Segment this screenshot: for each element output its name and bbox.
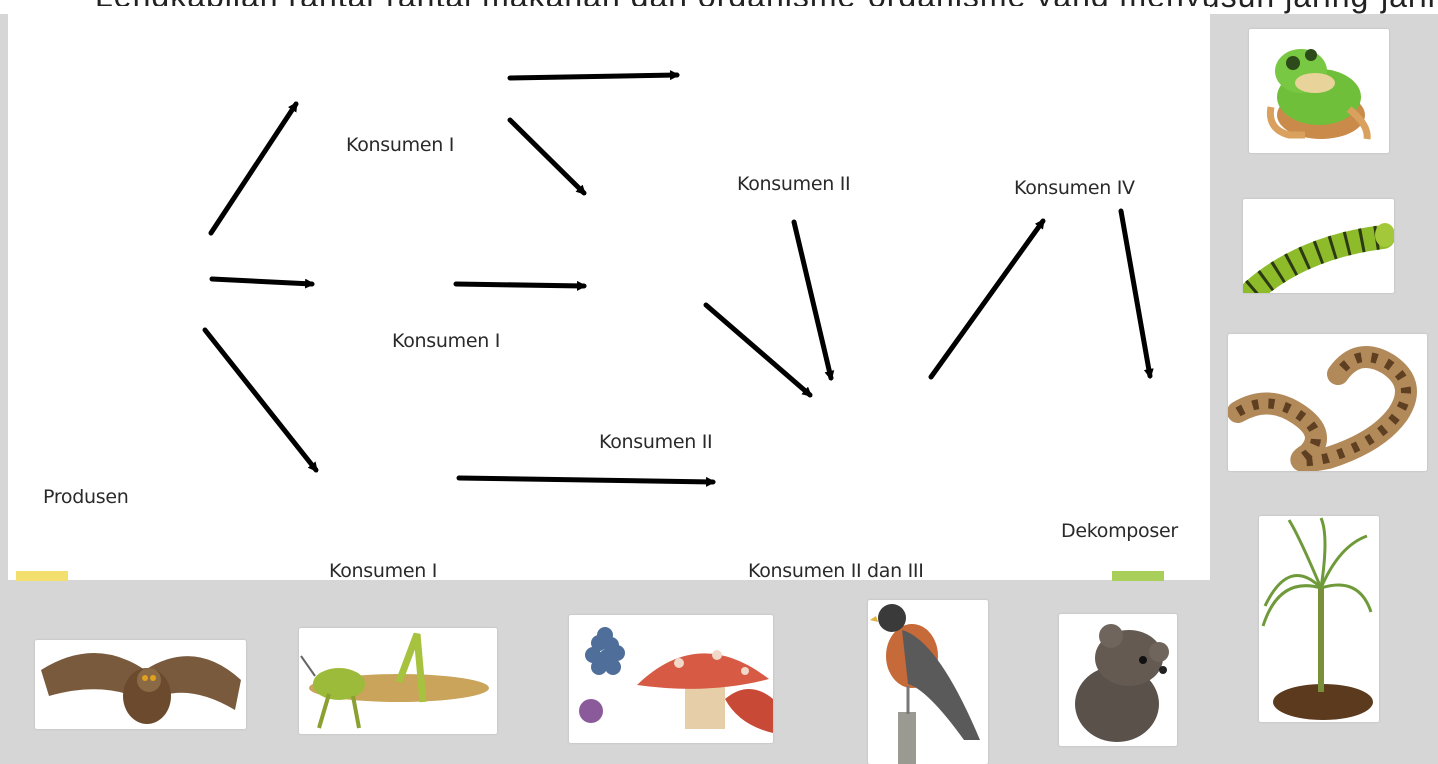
- arrow-konsumen-i-mid-to-center: [456, 284, 584, 286]
- label-konsumen-ii-top: Konsumen II: [737, 173, 850, 195]
- snake-image: [1228, 334, 1427, 471]
- produsen-drop-slot[interactable]: [16, 571, 68, 581]
- fungi-mushroom-image: [569, 615, 773, 743]
- owl-card[interactable]: [35, 640, 246, 729]
- label-konsumen-iv: Konsumen IV: [1014, 177, 1135, 199]
- label-konsumen-i-mid: Konsumen I: [392, 330, 500, 352]
- caterpillar-image: [1243, 199, 1394, 293]
- mouse-image: [1059, 614, 1177, 746]
- label-konsumen-i-top: Konsumen I: [346, 134, 454, 156]
- grasshopper-image: [299, 628, 497, 734]
- label-konsumen-i-bottom: Konsumen I: [329, 560, 437, 582]
- arrow-konsumen-ii-dan-iii-to-konsumen-iv: [931, 221, 1043, 377]
- label-dekomposer: Dekomposer: [1061, 520, 1178, 542]
- snake-card[interactable]: [1228, 334, 1427, 471]
- grasshopper-card[interactable]: [299, 628, 497, 734]
- owl-image: [35, 640, 246, 729]
- arrow-produsen-to-konsumen-i-top: [211, 104, 296, 233]
- caterpillar-card[interactable]: [1243, 199, 1394, 293]
- arrow-konsumen-i-top-to-konsumen-ii: [510, 75, 677, 78]
- label-konsumen-ii-dan-iii: Konsumen II dan III: [748, 560, 924, 582]
- arrow-produsen-to-konsumen-i-mid: [212, 279, 312, 284]
- label-konsumen-ii-mid: Konsumen II: [599, 431, 712, 453]
- frog-image: [1249, 29, 1389, 153]
- frog-card[interactable]: [1249, 29, 1389, 153]
- mouse-card[interactable]: [1059, 614, 1177, 746]
- arrow-konsumen-i-top-to-center: [510, 120, 584, 193]
- arrow-konsumen-ii-to-konsumen-ii-dan-iii: [794, 222, 831, 378]
- arrow-produsen-to-konsumen-i-bottom: [205, 330, 316, 470]
- label-produsen: Produsen: [43, 486, 128, 508]
- dekomposer-drop-slot[interactable]: [1112, 571, 1164, 581]
- fungi-card[interactable]: [569, 615, 773, 743]
- arrow-center-to-konsumen-ii-dan-iii: [706, 305, 810, 395]
- arrow-konsumen-iv-to-dekomposer: [1121, 211, 1150, 376]
- sugarcane-plant-image: [1259, 516, 1379, 722]
- sugarcane-card[interactable]: [1259, 516, 1379, 722]
- robin-card[interactable]: [868, 600, 988, 764]
- robin-bird-image: [868, 600, 988, 764]
- arrow-konsumen-i-bottom-to-konsumen-ii: [459, 478, 713, 482]
